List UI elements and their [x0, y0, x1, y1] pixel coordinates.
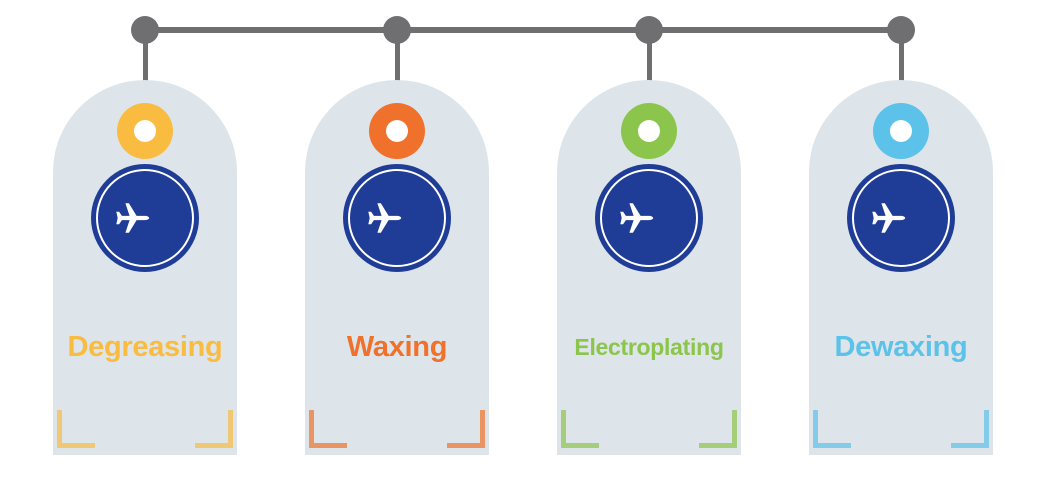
step-label: Dewaxing [834, 331, 968, 363]
connector-stem [646, 30, 652, 110]
corner-bracket-right [951, 410, 989, 448]
badge-outline [348, 169, 446, 267]
step-label: Electroplating [574, 334, 724, 360]
corner-bracket-right [699, 410, 737, 448]
connector-stem [898, 30, 904, 110]
badge-outline [852, 169, 950, 267]
hanger-ring-icon [621, 103, 677, 159]
badge-outline [600, 169, 698, 267]
airplane-icon [620, 203, 654, 233]
connector-node [383, 16, 411, 44]
hanger-ring-icon [369, 103, 425, 159]
step-label: Degreasing [67, 331, 223, 363]
hanger-ring-icon [873, 103, 929, 159]
hanger-hole [638, 120, 660, 142]
airplane-icon [872, 203, 906, 233]
connector-node [887, 16, 915, 44]
badge-outline [96, 169, 194, 267]
airplane-icon [368, 203, 402, 233]
airplane-badge [595, 164, 703, 272]
step-label: Waxing [346, 331, 448, 363]
airplane-badge [847, 164, 955, 272]
corner-bracket-left [57, 410, 95, 448]
corner-bracket-right [447, 410, 485, 448]
connector-node [131, 16, 159, 44]
connector-stem [394, 30, 400, 110]
airplane-icon [116, 203, 150, 233]
corner-bracket-right [195, 410, 233, 448]
hanger-hole [386, 120, 408, 142]
corner-bracket-left [309, 410, 347, 448]
hanger-hole [890, 120, 912, 142]
airplane-badge [91, 164, 199, 272]
hanger-hole [134, 120, 156, 142]
connector-stem [142, 30, 148, 110]
airplane-badge [343, 164, 451, 272]
corner-bracket-left [813, 410, 851, 448]
connector-rail [145, 27, 901, 33]
corner-bracket-left [561, 410, 599, 448]
connector-node [635, 16, 663, 44]
hanger-ring-icon [117, 103, 173, 159]
